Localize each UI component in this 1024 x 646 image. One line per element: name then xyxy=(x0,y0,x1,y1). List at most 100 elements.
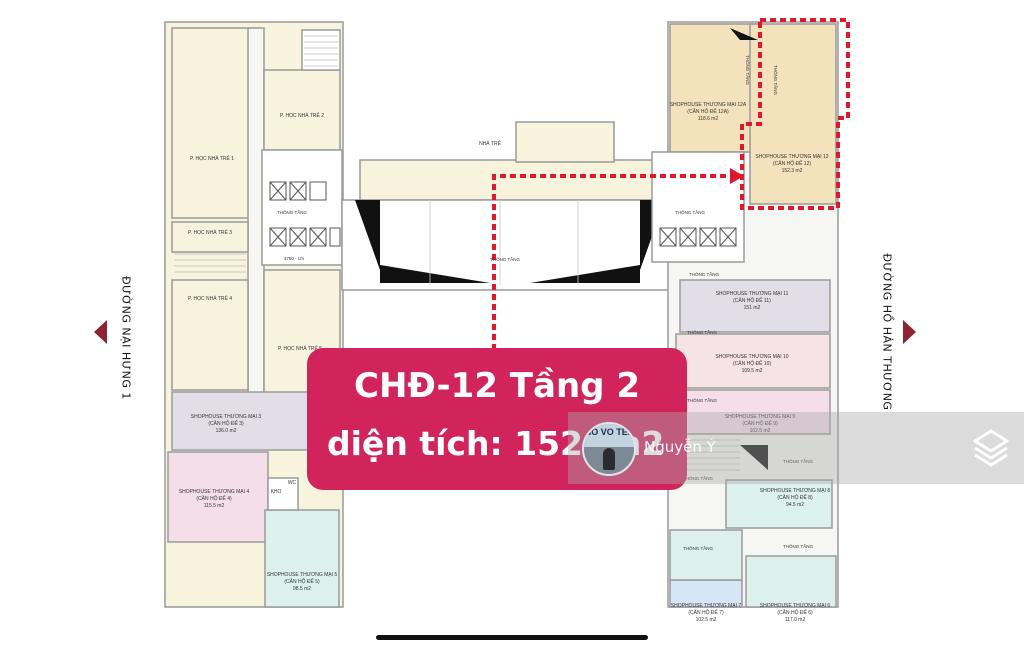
label-sh10: SHOPHOUSE THƯƠNG MẠI 10 xyxy=(715,354,788,360)
street-label-right: ĐƯỜNG HỒ HÁN THƯƠNG xyxy=(880,253,894,411)
label-thong-tang-right-core: THÔNG TẦNG xyxy=(675,209,705,215)
label-hoc-4: P. HỌC NHÀ TRẺ 4 xyxy=(188,295,232,302)
label-sh8: SHOPHOUSE THƯƠNG MẠI 8 xyxy=(760,488,831,494)
left-wing xyxy=(164,21,344,608)
room-labels: P. HỌC NHÀ TRẺ 1 P. HỌC NHÀ TRẺ 2 NHÀ TR… xyxy=(179,55,831,623)
sh8-room xyxy=(725,479,833,529)
label-thong-tang-r5: THÔNG TẦNG xyxy=(683,475,713,481)
label-sh11-area: 151 m2 xyxy=(744,305,761,311)
label-sh5-unit: (CĂN HỘ ĐẾ 5) xyxy=(284,578,320,585)
street-label-left: ĐƯỜNG NẠI HƯNG 1 xyxy=(119,276,133,400)
sh7-upper xyxy=(669,529,743,581)
right-void-triangles xyxy=(730,28,768,470)
label-sh12-area: 152.3 m2 xyxy=(782,168,803,174)
watermark-name: Nguyễn Ý xyxy=(644,438,716,456)
label-sh9-area: 102.5 m2 xyxy=(750,428,771,434)
nha-tre-room xyxy=(359,159,661,201)
label-sh11: SHOPHOUSE THƯƠNG MẠI 11 xyxy=(716,291,789,297)
avatar: NO VO TEL xyxy=(582,422,636,476)
highlight-sh12-outline xyxy=(740,18,850,210)
label-sh7-unit: (CĂN HỘ ĐẾ 7) xyxy=(688,609,724,616)
room-hoc-3 xyxy=(171,221,249,253)
highlight-dashes xyxy=(492,18,850,360)
label-thong-tang-r4: THÔNG TẦNG xyxy=(783,458,813,464)
label-thong-tang-12: THÔNG TẦNG xyxy=(773,65,779,95)
label-thong-tang-r2: THÔNG TẦNG xyxy=(687,329,717,335)
label-sh6: SHOPHOUSE THƯƠNG MẠI 6 xyxy=(760,603,831,609)
layers-logo-icon xyxy=(973,429,1009,467)
highlight-route-line xyxy=(492,174,730,360)
label-hoc-5: P. HỌC NHÀ TRẺ 5 xyxy=(278,345,322,352)
sh10-room xyxy=(675,333,831,389)
sh5-room xyxy=(264,509,340,608)
sh7-room xyxy=(669,579,743,608)
label-kho: KHO xyxy=(271,489,282,495)
label-thong-tang-center: THÔNG TẦNG xyxy=(490,256,520,262)
elevator-core-left xyxy=(261,149,343,266)
sh4-room xyxy=(167,451,269,543)
label-sh3-area: 136.0 m2 xyxy=(216,428,237,434)
stair-left-top xyxy=(301,29,341,71)
direction-arrow-right-icon xyxy=(903,320,916,344)
direction-arrow-left-icon xyxy=(94,320,107,344)
label-sh7: SHOPHOUSE THƯƠNG MẠI 7 xyxy=(671,603,742,609)
elevators-left xyxy=(269,181,341,247)
label-sh9-unit: (CĂN HỘ ĐẾ 9) xyxy=(742,420,778,427)
label-thong-tang-r3: THÔNG TẦNG xyxy=(687,397,717,403)
label-sh12-unit: (CĂN HỘ ĐẾ 12) xyxy=(773,160,811,167)
label-sh5: SHOPHOUSE THƯƠNG MẠI 5 xyxy=(267,572,338,578)
elevators-right xyxy=(659,227,737,247)
label-nha-tre: NHÀ TRẺ xyxy=(479,140,502,147)
room-hoc-4 xyxy=(171,279,249,391)
label-thong-tang-12a: THÔNG TẦNG xyxy=(745,55,751,85)
room-hoc-2 xyxy=(263,69,341,151)
void-grid-lines xyxy=(429,200,579,285)
label-hoc-3: P. HỌC NHÀ TRẺ 3 xyxy=(188,229,232,236)
sh12-room xyxy=(749,23,837,205)
sh9-room xyxy=(675,389,831,435)
avatar-sign-text: NO VO TEL xyxy=(584,427,634,437)
label-thong-tang-left: THÔNG TẦNG xyxy=(277,209,307,215)
label-sh8-area: 94.5 m2 xyxy=(786,502,804,508)
label-hoc-2: P. HỌC NHÀ TRẺ 2 xyxy=(280,112,324,119)
label-thong-tang-r7: THÔNG TẦNG xyxy=(683,545,713,551)
room-hoc-1 xyxy=(171,27,251,219)
banner-title: CHĐ-12 Tầng 2 xyxy=(354,366,640,406)
label-sh10-unit: (CĂN HỘ ĐẾ 10) xyxy=(733,360,771,367)
label-wc: WC xyxy=(288,480,297,486)
label-sh10-area: 109.5 m2 xyxy=(742,368,763,374)
label-sh6-area: 117.0 m2 xyxy=(785,617,806,623)
label-sh4: SHOPHOUSE THƯƠNG MẠI 4 xyxy=(179,489,250,495)
highlight-route-arrowhead xyxy=(730,168,744,184)
label-sh12: SHOPHOUSE THƯƠNG MẠI 12 xyxy=(755,154,828,160)
label-sh4-unit: (CĂN HỘ ĐẾ 4) xyxy=(196,495,232,502)
home-indicator[interactable] xyxy=(376,635,648,640)
label-sh12a-unit: (CĂN HỘ ĐẾ 12A) xyxy=(687,108,729,115)
label-sh8-unit: (CĂN HỘ ĐẾ 8) xyxy=(777,494,813,501)
label-sh5-area: 98.5 m2 xyxy=(293,586,311,592)
label-sh4-area: 115.5 m2 xyxy=(204,503,225,509)
right-wing xyxy=(651,21,839,608)
sh11-room xyxy=(679,279,831,333)
label-sh12a-area: 118.6 m2 xyxy=(698,116,719,122)
label-sh6-unit: (CĂN HỘ ĐẾ 6) xyxy=(777,609,813,616)
sh12a-room xyxy=(669,23,759,153)
label-sh3: SHOPHOUSE THƯƠNG MẠI 3 xyxy=(191,414,262,420)
label-hoc-1: P. HỌC NHÀ TRẺ 1 xyxy=(190,155,234,162)
center-block xyxy=(341,121,683,291)
center-top xyxy=(515,121,615,163)
label-sh12a: SHOPHOUSE THƯƠNG MẠI 12A xyxy=(670,102,747,108)
sh6-room xyxy=(745,555,837,608)
label-phong-ky-thuat: 4750 - Ưn xyxy=(284,256,305,261)
label-sh7-area: 102.5 m2 xyxy=(696,617,717,623)
label-sh11-unit: (CĂN HỘ ĐẾ 11) xyxy=(733,297,771,304)
wc-left xyxy=(267,477,299,511)
sh3-room xyxy=(171,391,317,451)
stairs-left xyxy=(174,35,338,273)
label-thong-tang-r6: THÔNG TẦNG xyxy=(783,543,813,549)
watermark-overlay: NO VO TEL Nguyễn Ý xyxy=(568,412,1024,484)
label-thong-tang-r1: THÔNG TẦNG xyxy=(689,271,719,277)
label-sh3-unit: (CĂN HỘ ĐẾ 3) xyxy=(208,420,244,427)
label-sh9: SHOPHOUSE THƯƠNG MẠI 9 xyxy=(725,414,796,420)
